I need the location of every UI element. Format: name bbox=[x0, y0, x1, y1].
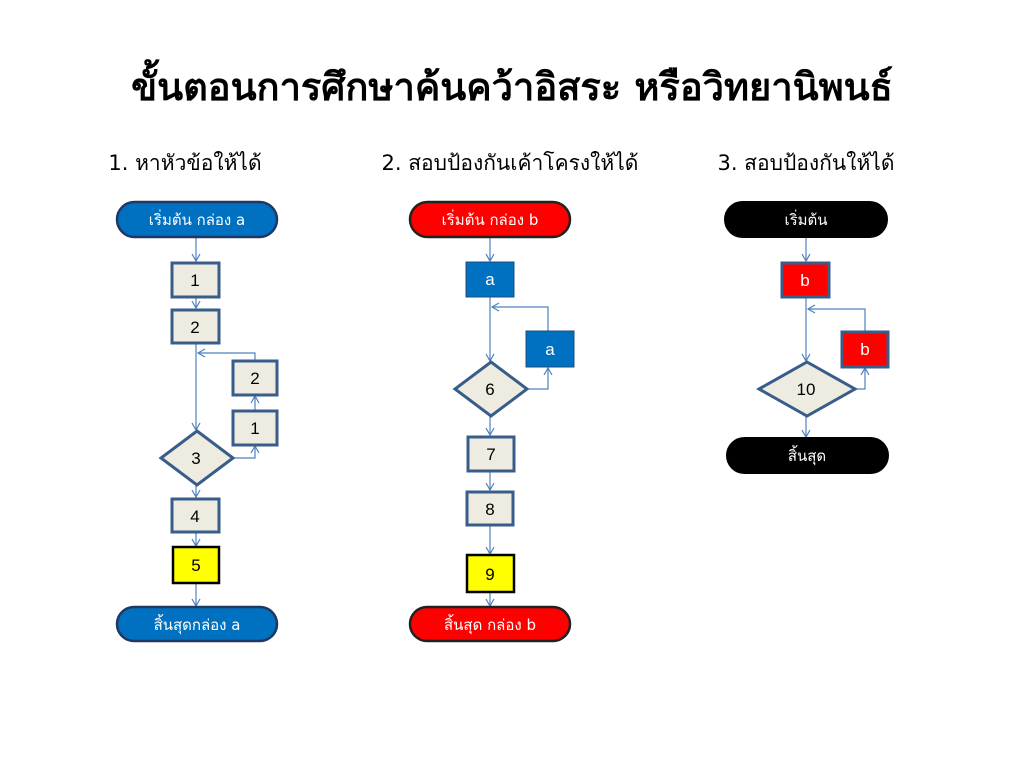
loop-back-arrow bbox=[490, 302, 549, 331]
process-label: a bbox=[545, 340, 555, 359]
flow-heading: 2. สอบป้องกันเค้าโครงให้ได้ bbox=[382, 151, 639, 175]
process-label: a bbox=[485, 270, 495, 289]
decision-diamond bbox=[755, 360, 859, 418]
flow-heading: 1. หาหัวข้อให้ได้ bbox=[108, 151, 261, 175]
decision-label: 10 bbox=[797, 380, 816, 399]
start-label: เริ่มต้น กล่อง a bbox=[149, 209, 245, 229]
end-terminal bbox=[115, 605, 279, 643]
loop-arrow bbox=[527, 366, 553, 390]
loop-arrow bbox=[855, 366, 870, 390]
start-label: เริ่มต้น bbox=[784, 209, 827, 229]
loop-back-arrow bbox=[806, 304, 866, 331]
decision-label: 6 bbox=[485, 380, 494, 399]
loop-subprocess-box-a bbox=[525, 330, 575, 368]
loop-subprocess-box-b bbox=[840, 330, 890, 369]
process-box bbox=[170, 261, 221, 299]
end-terminal bbox=[408, 605, 572, 643]
subprocess-box-a bbox=[465, 261, 515, 298]
process-label: 2 bbox=[190, 318, 199, 337]
highlight-box bbox=[171, 545, 221, 585]
end-label: สิ้นสุด กล่อง b bbox=[444, 614, 536, 635]
decision-diamond bbox=[158, 429, 236, 487]
flowchart-defense: 3. สอบป้องกันให้ได้ เริ่มต้น b b 10 สิ้น… bbox=[717, 151, 895, 474]
start-terminal bbox=[408, 200, 572, 239]
decision-diamond bbox=[452, 360, 530, 418]
process-label: 7 bbox=[486, 445, 495, 464]
process-box bbox=[170, 308, 221, 345]
process-label: 2 bbox=[250, 369, 259, 388]
end-terminal bbox=[726, 437, 889, 474]
process-label: 5 bbox=[191, 556, 200, 575]
process-label: 1 bbox=[190, 271, 199, 290]
process-label: 4 bbox=[190, 507, 199, 526]
flowchart-topic: 1. หาหัวข้อให้ได้ เริ่มต้น กล่อง a 1 2 2… bbox=[108, 151, 279, 643]
start-terminal bbox=[115, 200, 279, 239]
loop-arrow bbox=[233, 444, 260, 459]
loop-process-box bbox=[231, 409, 279, 447]
process-label: b bbox=[800, 271, 809, 290]
slide-title: ขั้นตอนการศึกษาค้นคว้าอิสระ หรือวิทยานิพ… bbox=[131, 59, 893, 109]
flow-heading: 3. สอบป้องกันให้ได้ bbox=[717, 151, 894, 175]
process-label: 8 bbox=[485, 500, 494, 519]
process-box bbox=[466, 435, 516, 473]
start-label: เริ่มต้น กล่อง b bbox=[442, 209, 539, 229]
process-box bbox=[170, 497, 221, 534]
loop-process-box bbox=[231, 359, 279, 397]
start-terminal bbox=[724, 201, 888, 238]
process-label: 9 bbox=[485, 565, 494, 584]
loop-back-arrow bbox=[196, 348, 256, 361]
flowchart-proposal: 2. สอบป้องกันเค้าโครงให้ได้ เริ่มต้น กล่… bbox=[382, 151, 639, 643]
highlight-box bbox=[465, 553, 516, 594]
end-label: สิ้นสุด bbox=[788, 445, 826, 466]
process-label: 1 bbox=[250, 419, 259, 438]
subprocess-box-b bbox=[780, 261, 831, 299]
process-box bbox=[465, 490, 515, 527]
end-label: สิ้นสุดกล่อง a bbox=[154, 614, 241, 635]
decision-label: 3 bbox=[191, 449, 200, 468]
process-label: b bbox=[860, 340, 869, 359]
